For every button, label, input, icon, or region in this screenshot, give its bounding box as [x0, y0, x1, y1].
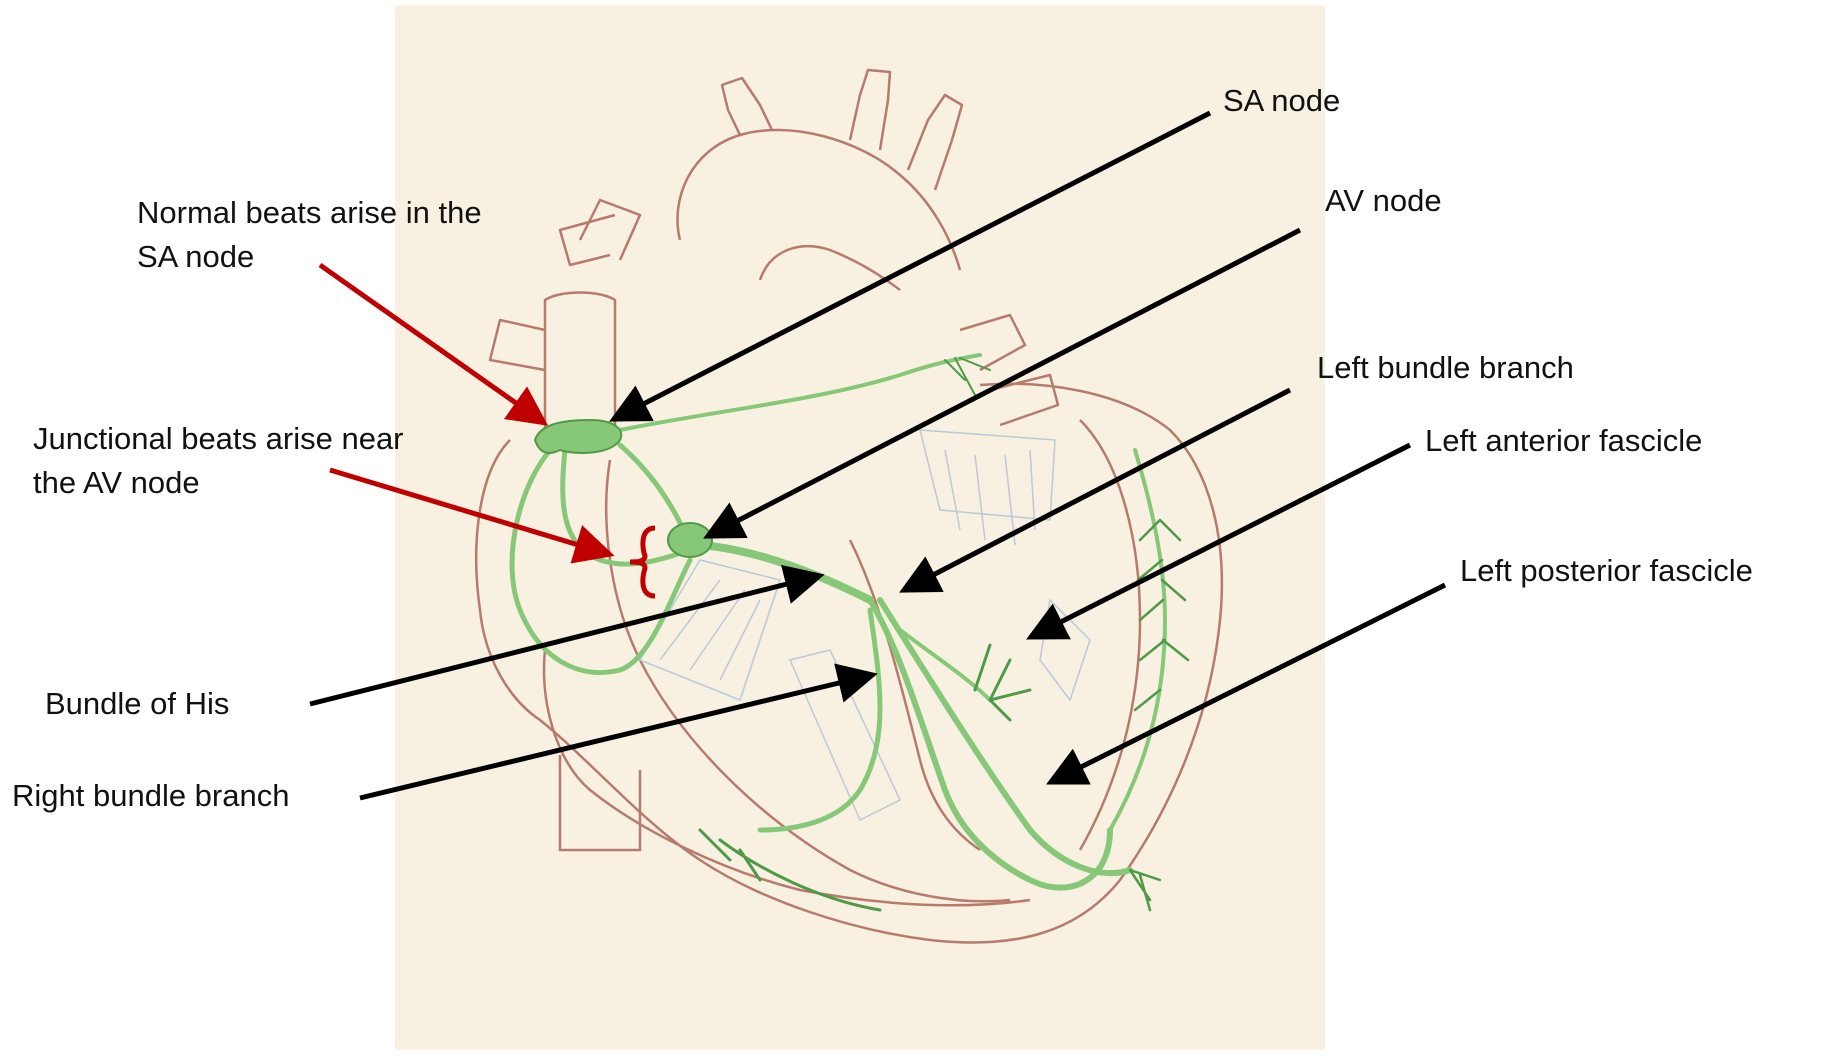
- label-left-posterior-fascicle: Left posterior fascicle: [1460, 550, 1753, 592]
- label-bundle-of-his: Bundle of His: [45, 683, 229, 725]
- label-junctional-beats-line2: the AV node: [33, 462, 200, 504]
- label-normal-beats-line1: Normal beats arise in the: [137, 192, 482, 234]
- paper-background: [395, 5, 1325, 1050]
- label-normal-beats-line2: SA node: [137, 236, 254, 278]
- av-node-shape: [668, 523, 712, 557]
- label-av-node: AV node: [1325, 180, 1442, 222]
- label-right-bundle-branch: Right bundle branch: [12, 775, 289, 817]
- label-junctional-beats-line1: Junctional beats arise near: [33, 418, 404, 460]
- label-left-bundle-branch: Left bundle branch: [1317, 347, 1574, 389]
- label-sa-node: SA node: [1223, 80, 1340, 122]
- label-left-anterior-fascicle: Left anterior fascicle: [1425, 420, 1702, 462]
